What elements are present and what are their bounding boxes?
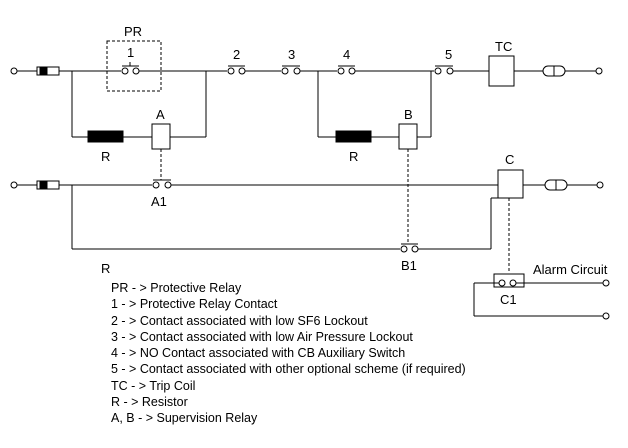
contact-c1-box <box>493 273 525 288</box>
alarm-terminal-2 <box>602 312 610 320</box>
label-contact-c1: C1 <box>500 292 517 307</box>
contact-5 <box>434 67 442 75</box>
resistor-r1 <box>87 130 124 143</box>
label-contact-3: 3 <box>288 47 296 62</box>
contact-1 <box>121 67 129 75</box>
trip-coil <box>488 55 515 87</box>
mid-right-terminal <box>596 181 604 189</box>
top-left-terminal <box>10 67 18 75</box>
label-relay-c: C <box>505 152 515 167</box>
legend-item: 1 - > Protective Relay Contact <box>111 297 278 312</box>
label-resistor-3: R <box>101 261 111 276</box>
label-contact-a1: A1 <box>151 194 167 209</box>
legend-item: R - > Resistor <box>111 395 188 410</box>
contact-b1 <box>400 245 408 253</box>
legend-item: 2 - > Contact associated with low SF6 Lo… <box>111 313 368 328</box>
label-contact-1: 1 <box>127 45 135 60</box>
alarm-terminal-1 <box>602 279 610 287</box>
contact-2 <box>227 67 235 75</box>
resistor-r2 <box>335 130 372 143</box>
label-contact-2: 2 <box>233 47 241 62</box>
label-tc: TC <box>495 39 513 54</box>
label-contact-4: 4 <box>343 47 351 62</box>
label-contact-5: 5 <box>445 47 453 62</box>
label-pr: PR <box>124 24 143 39</box>
legend-item: 5 - > Contact associated with other opti… <box>111 362 466 377</box>
legend: PR - > Protective Relay 1 - > Protective… <box>111 280 466 427</box>
contact-4 <box>337 67 345 75</box>
relay-c <box>497 169 524 199</box>
label-relay-a: A <box>156 107 165 122</box>
top-right-terminal <box>595 67 603 75</box>
relay-a <box>151 123 171 150</box>
relay-b <box>398 123 418 150</box>
contact-a1 <box>152 181 160 189</box>
legend-item: TC - > Trip Coil <box>111 378 196 393</box>
contact-3 <box>281 67 289 75</box>
label-alarm-circuit: Alarm Circuit <box>533 262 608 277</box>
legend-item: 4 - > NO Contact associated with CB Auxi… <box>111 346 406 361</box>
legend-item: A, B - > Supervision Relay <box>111 411 258 426</box>
label-resistor-2: R <box>349 149 359 164</box>
mid-left-terminal <box>10 181 18 189</box>
legend-item: PR - > Protective Relay <box>111 281 242 295</box>
label-contact-b1: B1 <box>401 258 417 273</box>
legend-item: 3 - > Contact associated with low Air Pr… <box>111 329 413 344</box>
label-resistor-1: R <box>101 149 111 164</box>
label-relay-b: B <box>404 107 413 122</box>
protective-relay-box <box>106 40 162 92</box>
